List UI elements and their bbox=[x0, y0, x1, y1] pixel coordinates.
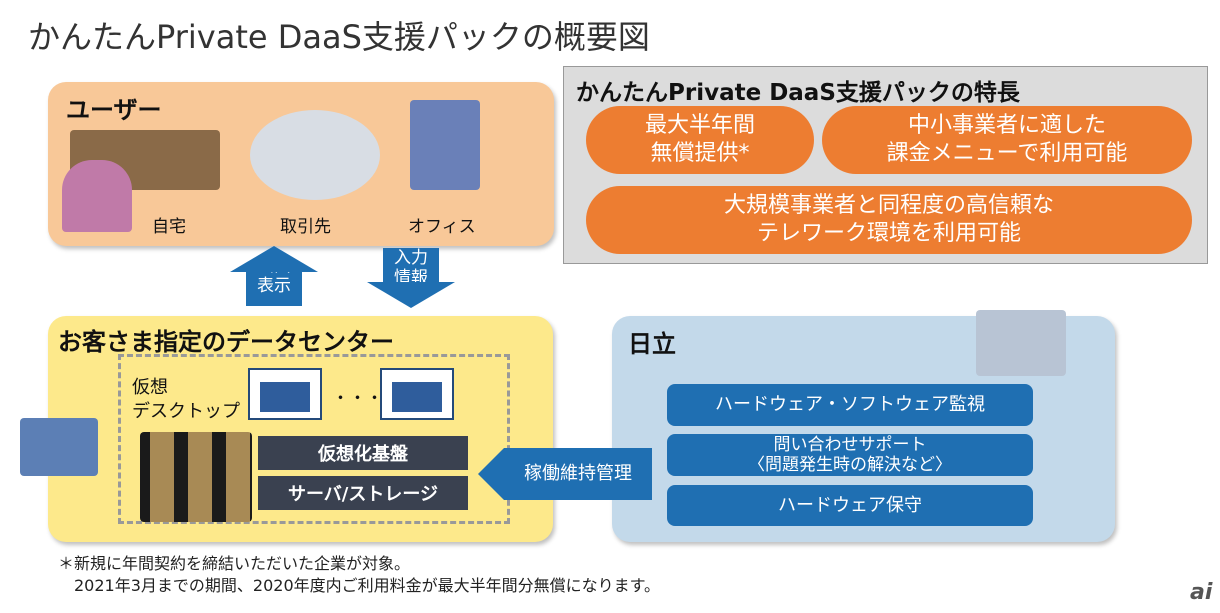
users-heading: ユーザー bbox=[66, 96, 162, 124]
footnote-line: 2021年3月までの期間、2020年度内ご利用料金が最大半年間分無償になります。 bbox=[58, 576, 661, 595]
hitachi-heading: 日立 bbox=[628, 330, 676, 358]
features-heading: かんたんPrivate DaaS支援パックの特長 bbox=[576, 80, 1020, 106]
footnote-line: ＊新規に年間契約を締結いただいた企業が対象。 bbox=[58, 554, 411, 573]
office-building-icon bbox=[410, 100, 480, 190]
logo: ai bbox=[1190, 580, 1213, 605]
virtualization-layer: 仮想化基盤 bbox=[258, 436, 468, 470]
operation-arrow: 稼働維持管理 bbox=[504, 448, 652, 500]
input-arrow: 入力 情報 bbox=[383, 248, 439, 288]
place-office: オフィス bbox=[408, 217, 476, 237]
service-support: 問い合わせサポート 〈問題発生時の解決など〉 bbox=[667, 434, 1033, 476]
ellipsis: ・・・ bbox=[332, 389, 383, 409]
left-arrowhead-icon bbox=[478, 448, 504, 500]
footnote: ＊新規に年間契約を締結いただいた企業が対象。 2021年3月までの期間、2020… bbox=[58, 553, 660, 597]
vdesktop-label: 仮想 デスクトップ bbox=[132, 377, 240, 422]
display-arrow: 画面 表示 bbox=[246, 256, 302, 306]
server-storage-layer: サーバ/ストレージ bbox=[258, 476, 468, 510]
page-title: かんたんPrivate DaaS支援パックの概要図 bbox=[28, 18, 650, 56]
feature-billing: 中小事業者に適した 課金メニューで利用可能 bbox=[822, 106, 1192, 174]
server-rack-icon bbox=[140, 432, 252, 522]
down-arrowhead-icon bbox=[367, 282, 455, 308]
vdesktop-window-icon bbox=[380, 368, 454, 420]
service-maintenance: ハードウェア保守 bbox=[667, 485, 1033, 526]
operator-icon bbox=[976, 310, 1066, 376]
virtual-area bbox=[118, 354, 510, 524]
feature-reliability: 大規模事業者と同程度の高信頼な テレワーク環境を利用可能 bbox=[586, 186, 1192, 254]
home-worker-icon bbox=[62, 160, 132, 232]
place-client: 取引先 bbox=[280, 217, 331, 237]
datacenter-heading: お客さま指定のデータセンター bbox=[58, 328, 394, 356]
vdesktop-window-icon bbox=[248, 368, 322, 420]
place-home: 自宅 bbox=[152, 217, 186, 237]
datacenter-building-icon bbox=[20, 418, 98, 476]
meeting-icon bbox=[250, 110, 380, 200]
feature-free: 最大半年間 無償提供* bbox=[586, 106, 814, 174]
up-arrowhead-icon bbox=[230, 246, 318, 272]
service-monitoring: ハードウェア・ソフトウェア監視 bbox=[667, 384, 1033, 426]
